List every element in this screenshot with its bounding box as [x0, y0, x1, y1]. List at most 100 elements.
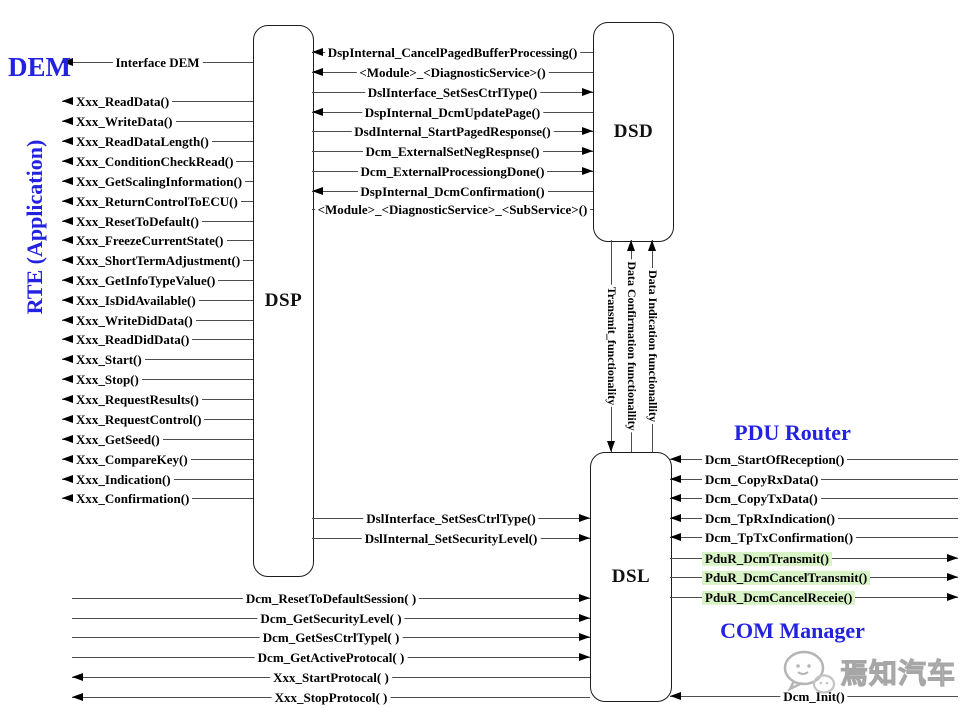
connector-dsp_to_dsd-2: DslInterface_SetSesCtrlType(): [312, 85, 593, 101]
connector-rte_to_dsp-1: Xxx_ReadData(): [62, 94, 253, 110]
dem-title: DEM: [8, 52, 71, 82]
connector-dsp_to_dsd-1: <Module>_<DiagnosticService>(): [312, 65, 593, 81]
connector-rte_to_dsp-19: Xxx_CompareKey(): [62, 452, 253, 468]
arrowhead-left-icon: [62, 316, 73, 324]
arrowhead-right-icon: [579, 653, 590, 661]
connector-label: Dcm_StartOfReception(): [702, 452, 848, 468]
connector-rte_to_dsp-13: Xxx_ReadDidData(): [62, 332, 253, 348]
connector-dsd-dsl-0: Transmit_functionality: [604, 240, 620, 452]
connector-dsl_to_pdur-1: Dcm_CopyRxData(): [670, 472, 958, 488]
connector-label: Dcm_CopyRxData(): [702, 472, 822, 488]
dsd-box: DSD: [593, 22, 674, 242]
connector-label: <Module>_<DiagnosticService>_<SubService…: [314, 202, 591, 218]
connector-label: Xxx_RequestControl(): [73, 412, 205, 428]
connector-label: Xxx_IsDidAvailable(): [73, 293, 199, 309]
arrowhead-right-icon: [579, 594, 590, 602]
connector-label: Xxx_WriteData(): [73, 114, 176, 130]
connector-rte_to_dsp-11: Xxx_IsDidAvailable(): [62, 293, 253, 309]
dsd-box-label: DSD: [613, 121, 654, 142]
arrowhead-left-icon: [62, 415, 73, 423]
arrowhead-left-icon: [62, 395, 73, 403]
arrowhead-left-icon: [670, 533, 681, 541]
connector-dsd-dsl-1: Data Confirmation functionallity: [624, 240, 640, 452]
speech-bubbles-icon: [783, 650, 836, 694]
dsp-box-label: DSP: [264, 290, 303, 311]
connector-rte_to_dsl-4: Xxx_StartProtocal( ): [72, 670, 590, 686]
connector-label: Xxx_GetScalingInformation(): [73, 174, 246, 190]
connector-label: Interface DEM: [112, 55, 203, 71]
connector-label: DspInternal_DcmUpdatePage(): [361, 105, 544, 121]
connector-rte_to_dsp-17: Xxx_RequestControl(): [62, 412, 253, 428]
connector-label: Xxx_GetSeed(): [73, 432, 163, 448]
connector-label: Xxx_CompareKey(): [73, 452, 191, 468]
connector-rte_to_dsl-2: Dcm_GetSesCtrlTypel( ): [72, 630, 590, 646]
connector-label: Xxx_ShortTermAdjustment(): [73, 253, 244, 269]
connector-dsp_to_dsd-4: DsdInternal_StartPagedResponse(): [312, 124, 593, 140]
arrowhead-down-icon: [607, 441, 616, 452]
connector-rte_to_dsp-6: Xxx_ReturnControlToECU(): [62, 194, 253, 210]
arrowhead-left-icon: [62, 137, 73, 145]
connector-label: DsdInternal_StartPagedResponse(): [351, 124, 554, 140]
connector-label: Dcm_ExternalSetNegRespnse(): [362, 144, 543, 160]
dsp-box: DSP: [253, 25, 314, 577]
connector-rte_to_dsp-2: Xxx_WriteData(): [62, 114, 253, 130]
connector-label: DspInternal_DcmConfirmation(): [357, 184, 548, 200]
connector-label: Xxx_RequestResults(): [73, 392, 202, 408]
connector-label: DslInterface_SetSesCtrlType(): [364, 85, 541, 101]
connector-rte_to_dsp-18: Xxx_GetSeed(): [62, 432, 253, 448]
arrowhead-left-icon: [312, 68, 323, 76]
connector-rte_to_dsp-20: Xxx_Indication(): [62, 472, 253, 488]
connector-label: Xxx_ResetToDefault(): [73, 214, 202, 230]
arrowhead-left-icon: [62, 276, 73, 284]
connector-rte_to_dsp-12: Xxx_WriteDidData(): [62, 313, 253, 329]
connector-label: Xxx_Confirmation(): [73, 491, 193, 507]
connector-label: Dcm_GetActiveProtocal( ): [254, 650, 408, 666]
connector-rte_to_dsp-7: Xxx_ResetToDefault(): [62, 214, 253, 230]
arrowhead-left-icon: [62, 236, 73, 244]
connector-dsl_to_pdur-4: Dcm_TpTxConfirmation(): [670, 530, 958, 546]
connector-rte_to_dsl-0: Dcm_ResetToDefaultSession( ): [72, 591, 590, 607]
connector-label: Xxx_Start(): [73, 352, 145, 368]
arrowhead-left-icon: [62, 475, 73, 483]
connector-rte_to_dsp-5: Xxx_GetScalingInformation(): [62, 174, 253, 190]
connector-label: Dcm_CopyTxData(): [702, 491, 821, 507]
connector-label: Dcm_TpRxIndication(): [702, 511, 839, 527]
dsl-box-label: DSL: [611, 566, 651, 587]
arrowhead-left-icon: [312, 108, 323, 116]
connector-label: Xxx_ConditionCheckRead(): [73, 154, 237, 170]
arrowhead-left-icon: [62, 256, 73, 264]
connector-label: Xxx_ReturnControlToECU(): [73, 194, 241, 210]
connector-label: Dcm_GetSecurityLevel( ): [257, 611, 405, 627]
arrowhead-left-icon: [62, 58, 73, 66]
connector-label: Xxx_ReadDataLength(): [73, 134, 212, 150]
arrowhead-left-icon: [62, 435, 73, 443]
connector-rte_to_dsl-3: Dcm_GetActiveProtocal( ): [72, 650, 590, 666]
connector-label: Xxx_GetInfoTypeValue(): [73, 273, 219, 289]
arrowhead-left-icon: [670, 692, 681, 700]
connector-dsp_to_dsd-8: <Module>_<DiagnosticService>_<SubService…: [312, 202, 593, 218]
arrowhead-left-icon: [62, 117, 73, 125]
arrowhead-left-icon: [62, 157, 73, 165]
arrowhead-left-icon: [62, 375, 73, 383]
pdu-router-title: PDU Router: [734, 420, 851, 445]
connector-dsl_to_pdur-3: Dcm_TpRxIndication(): [670, 511, 958, 527]
arrowhead-right-icon: [579, 633, 590, 641]
arrowhead-right-icon: [947, 554, 958, 562]
connector-dsp_to_dsl-0: DslInterface_SetSesCtrlType(): [312, 511, 590, 527]
connector-label: Xxx_Stop(): [73, 372, 142, 388]
connector-dsd-dsl-2: Data Indication functionallity: [645, 240, 661, 452]
connector-label: Dcm_GetSesCtrlTypel( ): [259, 630, 403, 646]
connector-rte_to_dsl-5: Xxx_StopProtocol( ): [72, 690, 590, 706]
arrowhead-right-icon: [579, 534, 590, 542]
arrowhead-left-icon: [62, 217, 73, 225]
arrowhead-left-icon: [72, 693, 83, 701]
arrowhead-up-icon: [627, 240, 636, 251]
connector-dsp_to_dsd-5: Dcm_ExternalSetNegRespnse(): [312, 144, 593, 160]
connector-line: [62, 379, 253, 380]
connector-label: Xxx_Indication(): [73, 472, 174, 488]
connector-label: PduR_DcmCancelTransmit(): [702, 570, 871, 586]
arrowhead-left-icon: [670, 455, 681, 463]
arrowhead-left-icon: [62, 197, 73, 205]
arrowhead-right-icon: [947, 593, 958, 601]
